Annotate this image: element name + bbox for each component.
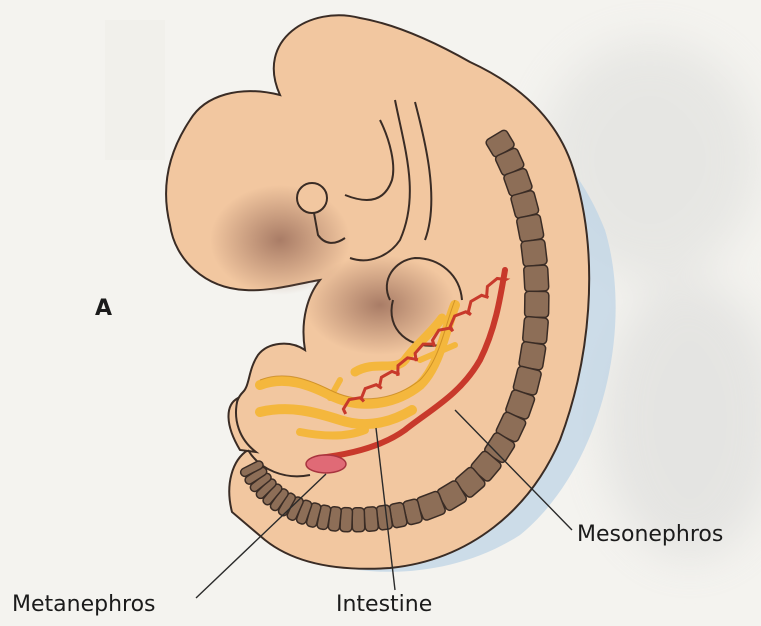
somite bbox=[522, 316, 548, 344]
label-mesonephros: Mesonephros bbox=[577, 522, 723, 547]
label-intestine: Intestine bbox=[336, 592, 432, 617]
somite bbox=[364, 507, 379, 532]
somite bbox=[525, 291, 549, 317]
somite bbox=[352, 508, 365, 532]
background-faint-box bbox=[105, 20, 165, 160]
somite bbox=[516, 214, 544, 243]
panel-letter: A bbox=[95, 296, 112, 321]
metanephros-bud bbox=[306, 455, 346, 473]
label-metanephros: Metanephros bbox=[12, 592, 156, 617]
eye-placode bbox=[297, 183, 327, 213]
somite bbox=[524, 265, 549, 292]
somite bbox=[521, 239, 548, 267]
